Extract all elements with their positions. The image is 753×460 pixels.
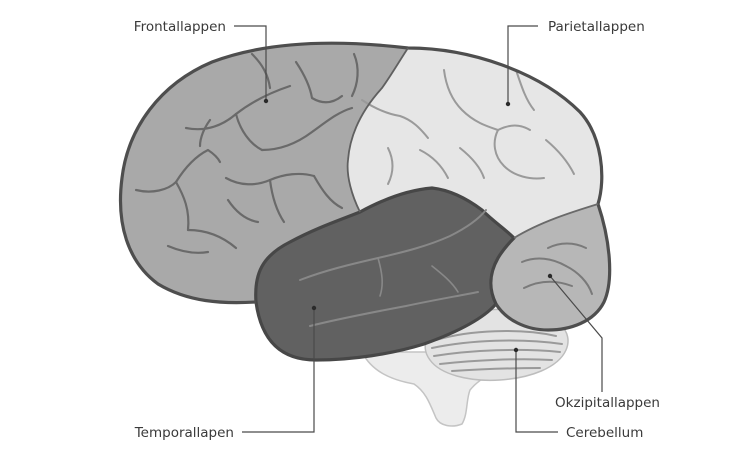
cerebellum-label: Cerebellum: [566, 425, 643, 441]
parietal-marker: [505, 101, 511, 107]
occipital-marker: [547, 273, 553, 279]
temporal-sulci: [299, 209, 487, 327]
temporal-marker: [311, 305, 317, 311]
frontal-label: Frontallappen: [134, 19, 226, 35]
occipital-sulci: [521, 242, 593, 295]
frontal-leader: [234, 25, 267, 101]
parietal-label: Parietallappen: [548, 19, 645, 35]
temporal-leader: [242, 308, 315, 433]
temporal-label: Temporallapen: [134, 425, 234, 441]
occipital-label: Okzipitallappen: [555, 395, 660, 411]
central-boundary: [346, 47, 409, 213]
occipital-lobe: [490, 204, 610, 330]
cerebellum-marker: [513, 347, 519, 353]
parietal-leader: [507, 25, 538, 104]
occipital-leader: [549, 275, 603, 392]
parietal-sulci: [361, 69, 575, 185]
cerebellum-leader: [515, 350, 558, 433]
frontal-sulci: [134, 52, 359, 254]
frontal-marker: [263, 98, 269, 104]
brain-outline: [118, 41, 612, 332]
temporal-lobe: [254, 186, 516, 362]
parieto-occipital-boundary: [513, 203, 599, 239]
cerebellum-folia: [431, 330, 563, 372]
frontal-lobe: [120, 43, 408, 303]
